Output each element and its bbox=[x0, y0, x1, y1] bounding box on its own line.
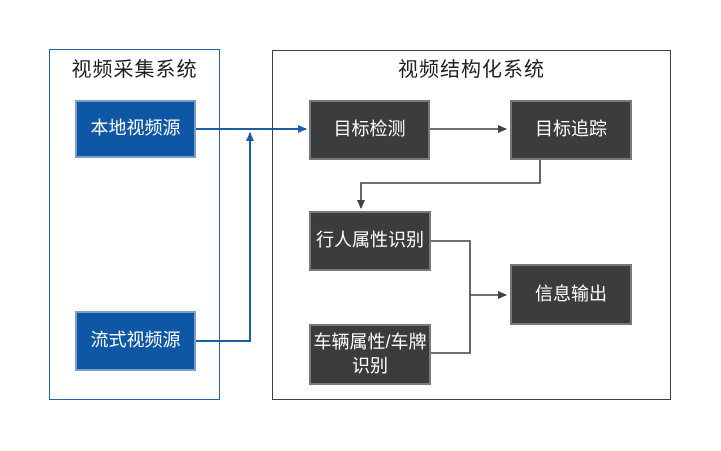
node-pedestrian-attribute-recognition: 行人属性识别 bbox=[309, 211, 431, 271]
node-vehicle-attribute-plate-recognition: 车辆属性/车牌识别 bbox=[309, 324, 431, 385]
group-video-structuring-system bbox=[272, 50, 671, 400]
node-info-output: 信息输出 bbox=[510, 264, 632, 325]
group-title-video-collection: 视频采集系统 bbox=[71, 59, 198, 81]
node-local-video-source: 本地视频源 bbox=[75, 100, 196, 158]
node-object-tracking: 目标追踪 bbox=[510, 100, 632, 160]
node-object-detection: 目标检测 bbox=[309, 100, 430, 160]
node-stream-video-source: 流式视频源 bbox=[75, 311, 196, 371]
group-title-video-structuring: 视频结构化系统 bbox=[398, 59, 545, 81]
